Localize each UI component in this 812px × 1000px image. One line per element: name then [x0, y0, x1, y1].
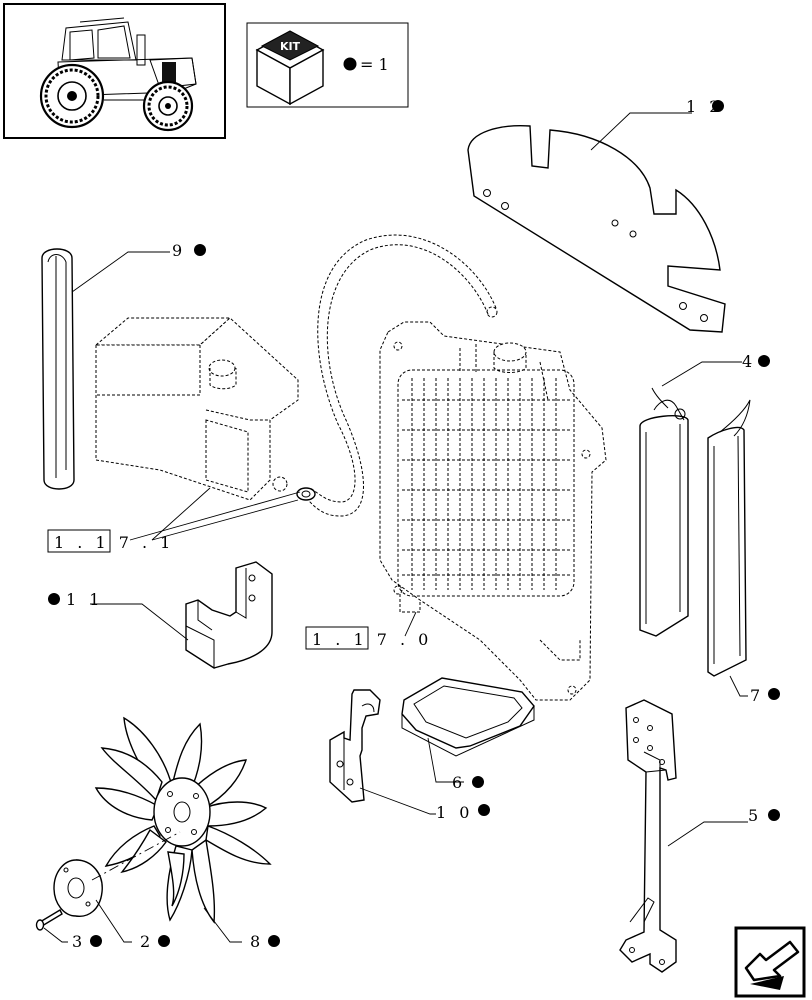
ref-1-17-0[interactable]: 1 . 1 7 . 0 — [312, 630, 432, 649]
callout-3: 3 — [72, 932, 86, 951]
tractor-thumbnail-icon — [39, 17, 197, 132]
kit-dot-7 — [768, 688, 780, 700]
callout-11: 1 1 — [66, 590, 103, 609]
hose-clamp — [296, 487, 316, 501]
part-6-gasket — [401, 677, 535, 757]
part-8-fan — [94, 716, 272, 924]
kit-dot-9 — [194, 244, 206, 256]
kit-dot-8 — [268, 935, 280, 947]
next-page-arrow-icon — [744, 940, 800, 990]
kit-dot-12 — [712, 100, 724, 112]
kit-dot-3 — [90, 935, 102, 947]
ref-box-1-17-1[interactable] — [47, 529, 111, 553]
kit-dot-11 — [48, 593, 60, 605]
callout-4: 4 — [742, 352, 756, 371]
part-7-side-seal — [707, 399, 751, 677]
part-4-side-seal — [639, 387, 689, 637]
part-2-spacer — [53, 859, 103, 917]
kit-legend: KIT = 1 — [246, 22, 409, 108]
ref-box-1-17-0[interactable] — [305, 626, 369, 650]
callout-9: 9 — [172, 241, 186, 260]
kit-quantity-text: = 1 — [360, 55, 389, 74]
part-12-plate — [467, 125, 726, 333]
kit-dot-4 — [758, 355, 770, 367]
coolant-hose — [299, 234, 498, 517]
tractor-thumbnail[interactable] — [3, 3, 226, 139]
callout-5: 5 — [748, 806, 762, 825]
callout-10: 1 0 — [436, 803, 473, 822]
radiator-core — [402, 378, 570, 590]
ref-1-17-1[interactable]: 1 . 1 7 . 1 — [54, 533, 174, 552]
kit-dot-icon — [343, 57, 357, 71]
kit-label: KIT — [280, 40, 301, 53]
kit-dot-2 — [158, 935, 170, 947]
part-11-bracket — [185, 561, 273, 669]
kit-box-icon — [255, 30, 325, 106]
kit-dot-10 — [478, 804, 490, 816]
part-10-bracket — [329, 689, 381, 803]
callout-6: 6 — [452, 773, 466, 792]
kit-dot-5 — [768, 809, 780, 821]
next-page-button[interactable] — [734, 926, 806, 998]
kit-dot-6 — [472, 776, 484, 788]
part-9-seal-strip — [41, 248, 75, 490]
expansion-tank — [94, 317, 299, 501]
callout-12: 1 2 — [686, 97, 723, 116]
callout-8: 8 — [250, 932, 264, 951]
part-3-bolt — [35, 909, 63, 931]
radiator-assembly — [379, 321, 607, 701]
callout-7: 7 — [750, 686, 764, 705]
part-5-support — [619, 699, 677, 973]
callout-2: 2 — [140, 932, 154, 951]
